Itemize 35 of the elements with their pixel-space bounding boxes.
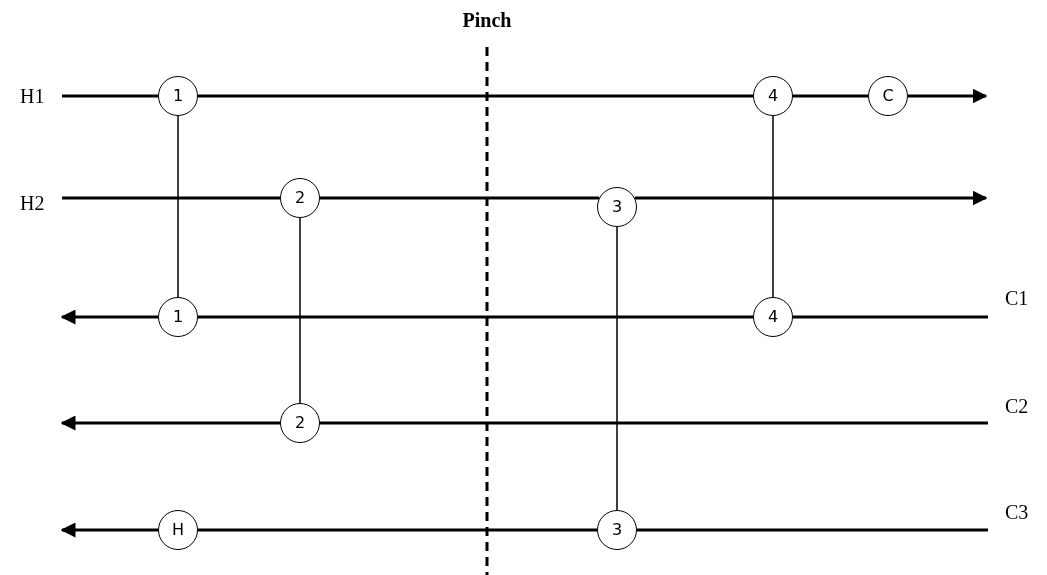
connector-line bbox=[62, 94, 158, 98]
connector-line bbox=[637, 528, 988, 532]
exchanger-circle: 2 bbox=[280, 178, 320, 218]
arrow bbox=[908, 88, 988, 104]
connector-line bbox=[198, 94, 753, 98]
connector-line bbox=[320, 196, 600, 200]
connector-line bbox=[772, 115, 774, 298]
arrow bbox=[634, 190, 988, 206]
exchanger-circle: 3 bbox=[597, 187, 637, 227]
arrow bbox=[60, 415, 280, 431]
exchanger-circle: 4 bbox=[753, 76, 793, 116]
exchanger-circle: H bbox=[158, 510, 198, 550]
exchanger-circle: C bbox=[868, 76, 908, 116]
exchanger-circle: 1 bbox=[158, 297, 198, 337]
connector-line bbox=[320, 421, 988, 425]
pinch-label: Pinch bbox=[462, 10, 512, 30]
connector-line bbox=[793, 94, 868, 98]
stream-label: C1 bbox=[1005, 288, 1029, 308]
exchanger-circle: 2 bbox=[280, 403, 320, 443]
stream-label: C2 bbox=[1005, 396, 1029, 416]
connector-line bbox=[198, 315, 753, 319]
connector-line bbox=[616, 226, 618, 511]
connector-line bbox=[198, 528, 597, 532]
connector-line bbox=[177, 115, 179, 298]
exchanger-circle: 1 bbox=[158, 76, 198, 116]
stream-label: H1 bbox=[20, 86, 45, 106]
exchanger-circle: 4 bbox=[753, 297, 793, 337]
stream-label: H2 bbox=[20, 193, 45, 213]
connector-line bbox=[299, 217, 301, 404]
exchanger-circle: 3 bbox=[597, 510, 637, 550]
stream-label: C3 bbox=[1005, 502, 1029, 522]
arrow bbox=[60, 309, 158, 325]
connector-line bbox=[793, 315, 988, 319]
connector-line bbox=[62, 196, 280, 200]
arrow bbox=[60, 522, 158, 538]
